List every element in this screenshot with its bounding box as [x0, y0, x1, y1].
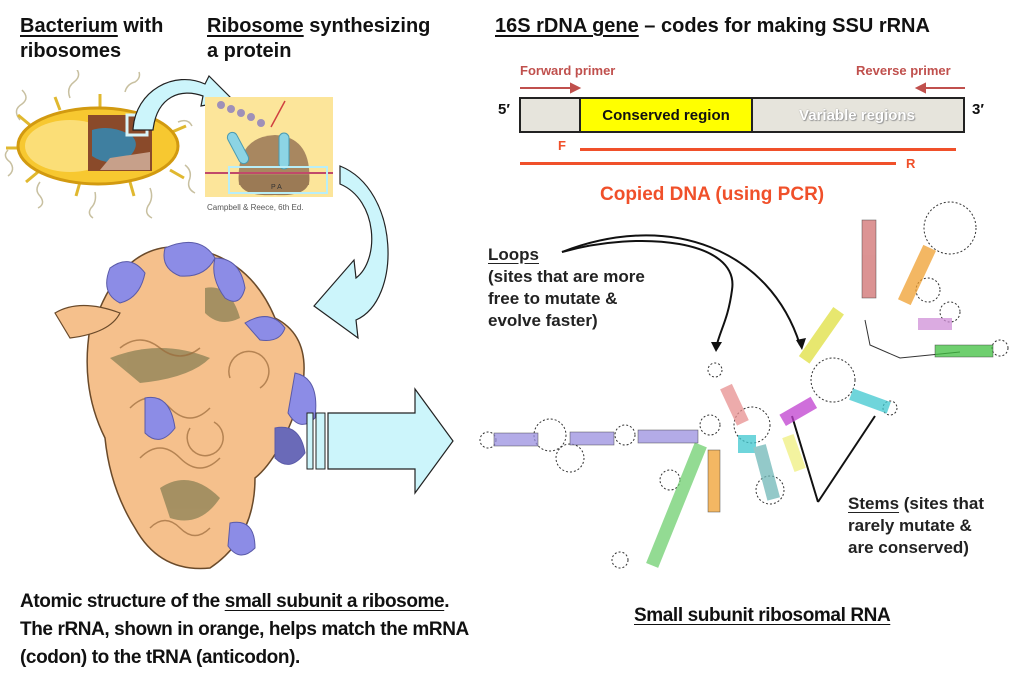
rna-caption: Small subunit ribosomal RNA	[634, 605, 891, 626]
heading-16s-gene: 16S rDNA gene – codes for making SSU rRN…	[495, 15, 930, 37]
loop-pointer-arrows	[561, 234, 801, 349]
f-strand-line	[580, 148, 956, 151]
variable-regions: Variable regions	[799, 106, 915, 124]
curved-arrow-down	[313, 165, 389, 340]
heading-bacterium: Bacterium with ribosomes	[20, 15, 164, 62]
trna-p-site	[226, 131, 250, 165]
five-prime-label: 5′	[498, 101, 510, 118]
ssu-rrna-secondary-structure	[479, 201, 1009, 569]
svg-text:P A: P A	[271, 184, 282, 191]
stems-note: Stems (sites that rarely mutate & are co…	[848, 494, 985, 557]
reverse-primer-label: Reverse primer	[856, 63, 951, 78]
forward-primer-label: Forward primer	[520, 63, 616, 78]
r-strand-label: R	[906, 156, 916, 171]
rrna-orange	[54, 246, 305, 570]
trna-a-site	[278, 132, 290, 170]
ribosomal-proteins	[106, 241, 317, 556]
flagella	[4, 70, 196, 219]
arrow-to-rna-structure	[306, 387, 454, 495]
loops-note: Loops (sites that are more free to mutat…	[488, 245, 645, 330]
citation: Campbell & Reece, 6th Ed.	[207, 203, 304, 212]
r-strand-line	[520, 162, 896, 165]
rna-stems	[494, 220, 993, 568]
ribosome-atomic-structure	[54, 241, 317, 570]
heading-ribosome: Ribosome synthesizing a protein	[207, 15, 431, 62]
stem-pointer-arrows	[791, 415, 876, 503]
conserved-region: Conserved region	[579, 99, 753, 131]
ribosome-caption: Atomic structure of the small subunit a …	[20, 591, 469, 668]
copied-dna-label: Copied DNA (using PCR)	[600, 184, 825, 205]
ribosome-small-subunit	[238, 175, 310, 196]
nucleoid	[92, 128, 136, 163]
f-strand-label: F	[558, 138, 566, 153]
polypeptide-chain	[217, 101, 265, 127]
primer-arrows	[520, 82, 965, 94]
gene-bar: Conserved region Variable regions	[519, 97, 965, 133]
ribosome-translation-illustration: P A	[205, 97, 333, 197]
three-prime-label: 3′	[972, 101, 984, 118]
rrna-core	[110, 287, 240, 521]
